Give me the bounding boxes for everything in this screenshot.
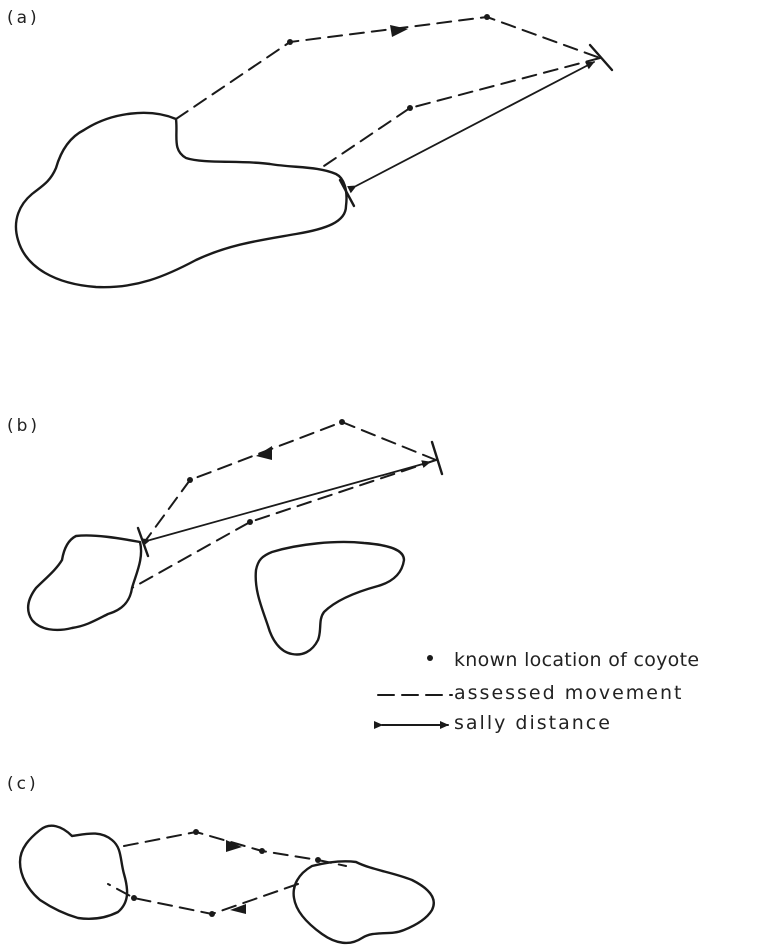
assessed-movement-a-lower <box>317 57 601 171</box>
known-location-dot-b1 <box>339 419 345 425</box>
panel-label-a: (a) <box>7 8 40 28</box>
panel-a <box>14 14 614 289</box>
panel-label-c: (c) <box>7 774 39 794</box>
habitat-patch-c-right <box>292 860 435 945</box>
legend-dot-icon <box>427 655 433 661</box>
assessed-movement-b-lower <box>131 459 437 589</box>
known-location-dot-a1 <box>287 39 293 45</box>
panel-label-b: (b) <box>7 416 41 436</box>
direction-arrow-c-upper <box>226 840 242 852</box>
habitat-patch-c-left <box>18 824 129 920</box>
habitat-patch-b-right <box>254 540 406 656</box>
known-location-dot-a3 <box>407 105 413 111</box>
assessed-movement-c-lower <box>107 883 299 915</box>
panel-b <box>26 419 444 656</box>
known-location-dot-c4 <box>209 911 215 917</box>
known-location-dot-b3 <box>247 519 253 525</box>
sally-distance-arrow-b <box>141 460 431 547</box>
direction-arrow-b <box>256 446 272 460</box>
known-location-dot-a2 <box>484 14 490 20</box>
known-location-dot-c5 <box>131 895 137 901</box>
legend-known-location-label: known location of coyote <box>454 649 700 671</box>
habitat-patch-a-large <box>14 111 348 289</box>
known-location-dot-c1 <box>193 829 199 835</box>
habitat-patch-b-left <box>26 534 143 632</box>
legend-symbols <box>374 655 453 729</box>
assessed-movement-a-upper <box>175 16 601 120</box>
known-location-dot-c2 <box>259 848 265 854</box>
legend-sally-distance-label: sally distance <box>454 712 612 734</box>
sally-tick-b-far <box>430 440 444 476</box>
known-location-dot-c3 <box>315 857 321 863</box>
sally-tick-a-near <box>338 178 356 208</box>
direction-arrow-c-lower <box>230 904 246 914</box>
known-location-dot-b2 <box>187 477 193 483</box>
legend-assessed-movement-label: assessed movement <box>454 682 684 704</box>
sally-distance-arrow-a <box>347 61 595 194</box>
panel-c <box>18 824 435 945</box>
sally-tick-a-far <box>588 43 614 72</box>
sally-tick-b-near <box>136 526 150 558</box>
direction-arrow-a <box>390 25 408 37</box>
